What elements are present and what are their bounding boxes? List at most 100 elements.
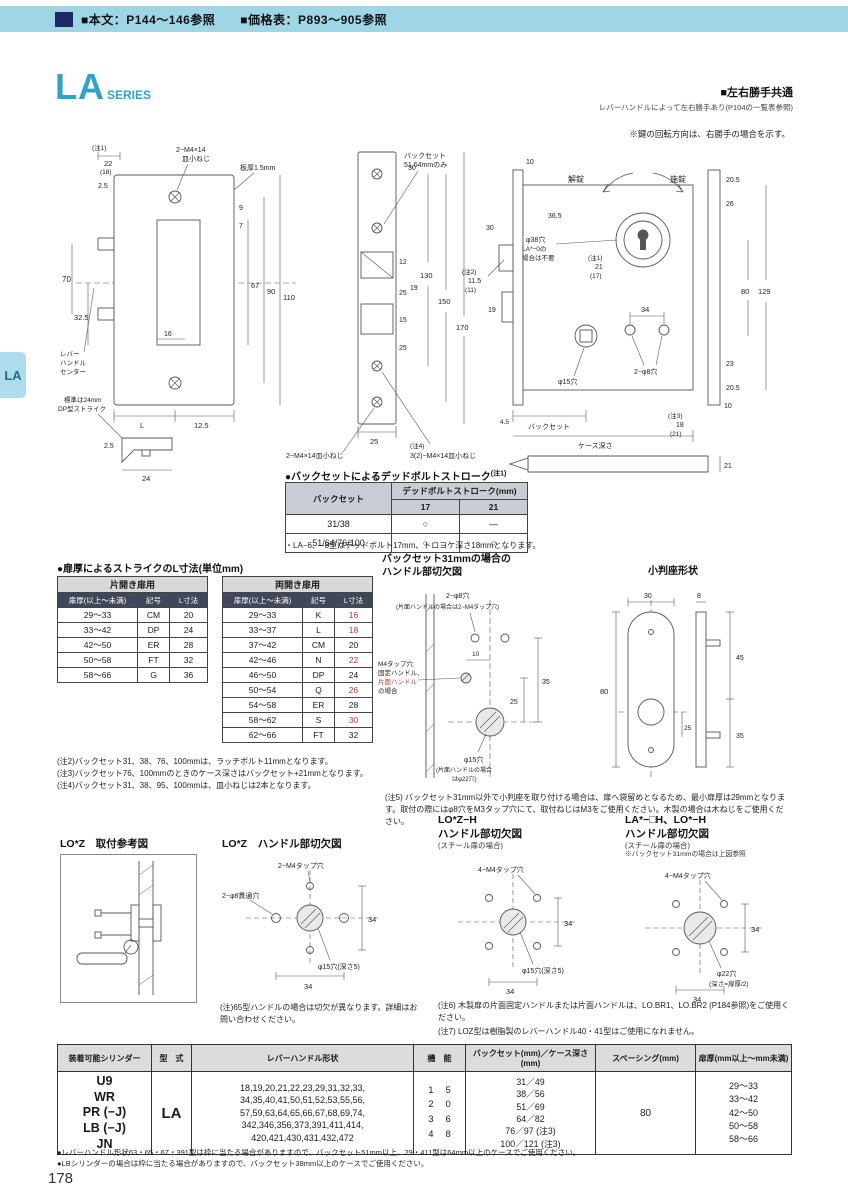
cylinder-cell: U9 WR PR (−J) LB (−J) JN bbox=[57, 1070, 152, 1156]
dim-label: 130 bbox=[420, 271, 433, 280]
annotation-label: DP型ストライク bbox=[58, 404, 106, 413]
dim-label: 80 bbox=[600, 687, 608, 696]
dim-label: 129 bbox=[758, 287, 771, 296]
annotation-label: φ15穴 bbox=[558, 377, 577, 386]
dim-label: 25 bbox=[399, 345, 407, 352]
table-cell: DP bbox=[137, 622, 170, 638]
table-cell: ER bbox=[137, 637, 170, 653]
table-cell: 24 bbox=[169, 622, 208, 638]
spec-row: U9 WR PR (−J) LB (−J) JN LA 18,19,20,21,… bbox=[57, 1070, 792, 1156]
table-cell: 29〜33 bbox=[57, 607, 138, 623]
dim-label: (11) bbox=[465, 287, 476, 294]
footer-note-1: ●レバーハンドル形状63・65・67・391型は枠に当たる場合がありますので、バ… bbox=[57, 1148, 581, 1157]
annotation-label: 固定ハンドル、 bbox=[378, 668, 424, 677]
annotation-label: 標準は24mm bbox=[64, 395, 102, 404]
dim-label: L bbox=[140, 421, 144, 430]
table-cell: 50〜54 bbox=[222, 682, 303, 698]
annotation-label: バックセット bbox=[404, 152, 446, 160]
dim-label: 36.5 bbox=[548, 213, 562, 220]
dim-label: 110 bbox=[283, 293, 295, 302]
cutout31-drawing bbox=[417, 594, 542, 780]
col-header: L寸法 bbox=[334, 592, 373, 608]
annotation-label: の場合 bbox=[378, 686, 398, 695]
annotation-label: 2−φ8穴 bbox=[634, 367, 657, 376]
handles-cell: 18,19,20,21,22,23,29,31,32,33, 34,35,40,… bbox=[191, 1070, 414, 1156]
dim-label: 25 bbox=[684, 725, 692, 732]
col-header: 扉厚(以上〜未満) bbox=[57, 592, 138, 608]
handing-note-bold: ■左右勝手共通 bbox=[720, 87, 793, 99]
dim-label: 34 bbox=[368, 915, 376, 924]
dim-label: 90 bbox=[267, 287, 275, 296]
lah-cutout-drawing: 4−M4タップ穴 φ22穴 (深さ=扉厚/2) 34 34 bbox=[645, 871, 763, 1004]
table-cell: 33〜37 bbox=[222, 622, 303, 638]
loz-cut-title: LO*Z ハンドル部切欠図 bbox=[222, 838, 342, 850]
dim-label: 7 bbox=[239, 223, 243, 230]
strike-section-title: ●扉厚によるストライクのL寸法(単位mm) bbox=[57, 564, 244, 575]
lah-ref-note: ※バックセット31mmの場合は上図参照 bbox=[625, 851, 746, 859]
annotation-label: φ15穴 bbox=[464, 755, 483, 764]
dim-label: 35 bbox=[736, 733, 744, 740]
dim-label: 20.5 bbox=[726, 385, 740, 392]
dim-label: 25 bbox=[510, 699, 518, 706]
dim-label: 8 bbox=[697, 593, 701, 600]
footer-note-2: ●LBシリンダーの場合は枠に当たる場合がありますので、バックセット38mm以上の… bbox=[57, 1158, 429, 1168]
annotation-label: センター bbox=[60, 367, 86, 376]
note-6: (注6) 木製扉の片面固定ハンドルまたは片面ハンドルは、LO.BR1、LO.BR… bbox=[438, 1001, 790, 1022]
table-cell: 30 bbox=[334, 712, 373, 728]
note-4: (注4)バックセット31、38、95、100mmは、皿小ねじは2本となります。 bbox=[57, 781, 316, 790]
table-cell: FT bbox=[137, 652, 170, 668]
col-header: バックセット bbox=[285, 482, 392, 515]
annotation-label: LA*−0の bbox=[522, 246, 546, 253]
dim-label: (18) bbox=[100, 169, 112, 176]
table-cell: 32 bbox=[334, 727, 373, 743]
note-7: (注7) LOZ型は樹脂製のレバーハンドル40・41型はご使用になれません。 bbox=[438, 1027, 699, 1036]
dim-label: 19 bbox=[410, 285, 418, 292]
lock-case-view bbox=[487, 169, 767, 473]
group-header: 片開き扉用 bbox=[57, 576, 208, 593]
door-thickness-cell: 29〜33 33〜42 42〜50 50〜58 58〜66 bbox=[695, 1070, 792, 1156]
table-cell: 26 bbox=[334, 682, 373, 698]
oval-rose-drawing bbox=[612, 598, 734, 780]
dim-label: 35 bbox=[542, 679, 550, 686]
table-cell: FT bbox=[302, 727, 335, 743]
deadbolt-stroke-table: バックセット デッドボルトストローク(mm) 17 21 31/38○―51/6… bbox=[285, 482, 528, 553]
handing-note-small: レバーハンドルによって左右勝手あり(P104の一覧表参照) bbox=[598, 103, 793, 112]
annotation-label: (注1) bbox=[588, 253, 602, 262]
table-cell: 62〜66 bbox=[222, 727, 303, 743]
spacing-cell: 80 bbox=[595, 1070, 696, 1156]
spec-table: 装着可能シリンダー 型 式 レバーハンドル形状 機 能 バックセット(mm)／ケ… bbox=[57, 1044, 792, 1156]
table-cell: 29〜33 bbox=[222, 607, 303, 623]
dim-label: 10 bbox=[724, 403, 732, 410]
annotation-label: φ15穴(深さ5) bbox=[318, 962, 360, 971]
dim-label: 19 bbox=[488, 307, 496, 314]
table-cell: ― bbox=[459, 514, 528, 534]
table-cell: CM bbox=[137, 607, 170, 623]
dim-label: 15 bbox=[399, 317, 407, 324]
dim-label: 25 bbox=[399, 290, 407, 297]
table-cell: 31/38 bbox=[285, 514, 392, 534]
annotation-label: 片面ハンドル bbox=[378, 677, 418, 686]
dim-label: 23 bbox=[726, 361, 734, 368]
annotation-label: 2−φ8穴 bbox=[446, 591, 469, 600]
table-cell: 24 bbox=[334, 667, 373, 683]
dim-label: 34 bbox=[564, 919, 572, 928]
rotation-note: ※鍵の回転方向は、右勝手の場合を示す。 bbox=[629, 129, 790, 139]
series-name: LA bbox=[55, 66, 105, 107]
col-header-spacing: スペーシング(mm) bbox=[595, 1044, 696, 1072]
dim-label: 12 bbox=[399, 259, 407, 266]
dim-label: 34 bbox=[304, 982, 312, 991]
annotation-label: 板厚1.5mm bbox=[240, 163, 276, 172]
table-cell: 16 bbox=[334, 607, 373, 623]
dim-label: 25 bbox=[370, 437, 378, 446]
annotation-label: 2−M4タップ穴 bbox=[278, 861, 324, 870]
group-header: 両開き扉用 bbox=[222, 576, 373, 593]
col-header: 記号 bbox=[137, 592, 170, 608]
note-5: (注5) バックセット31mm以外で小判座を取り付ける場合は、扉へ袋留めとなるた… bbox=[385, 793, 785, 826]
dim-label: 10 bbox=[472, 651, 480, 658]
col-header-handles: レバーハンドル形状 bbox=[191, 1044, 414, 1072]
annotation-label: 2−φ8貫通穴 bbox=[222, 891, 259, 900]
